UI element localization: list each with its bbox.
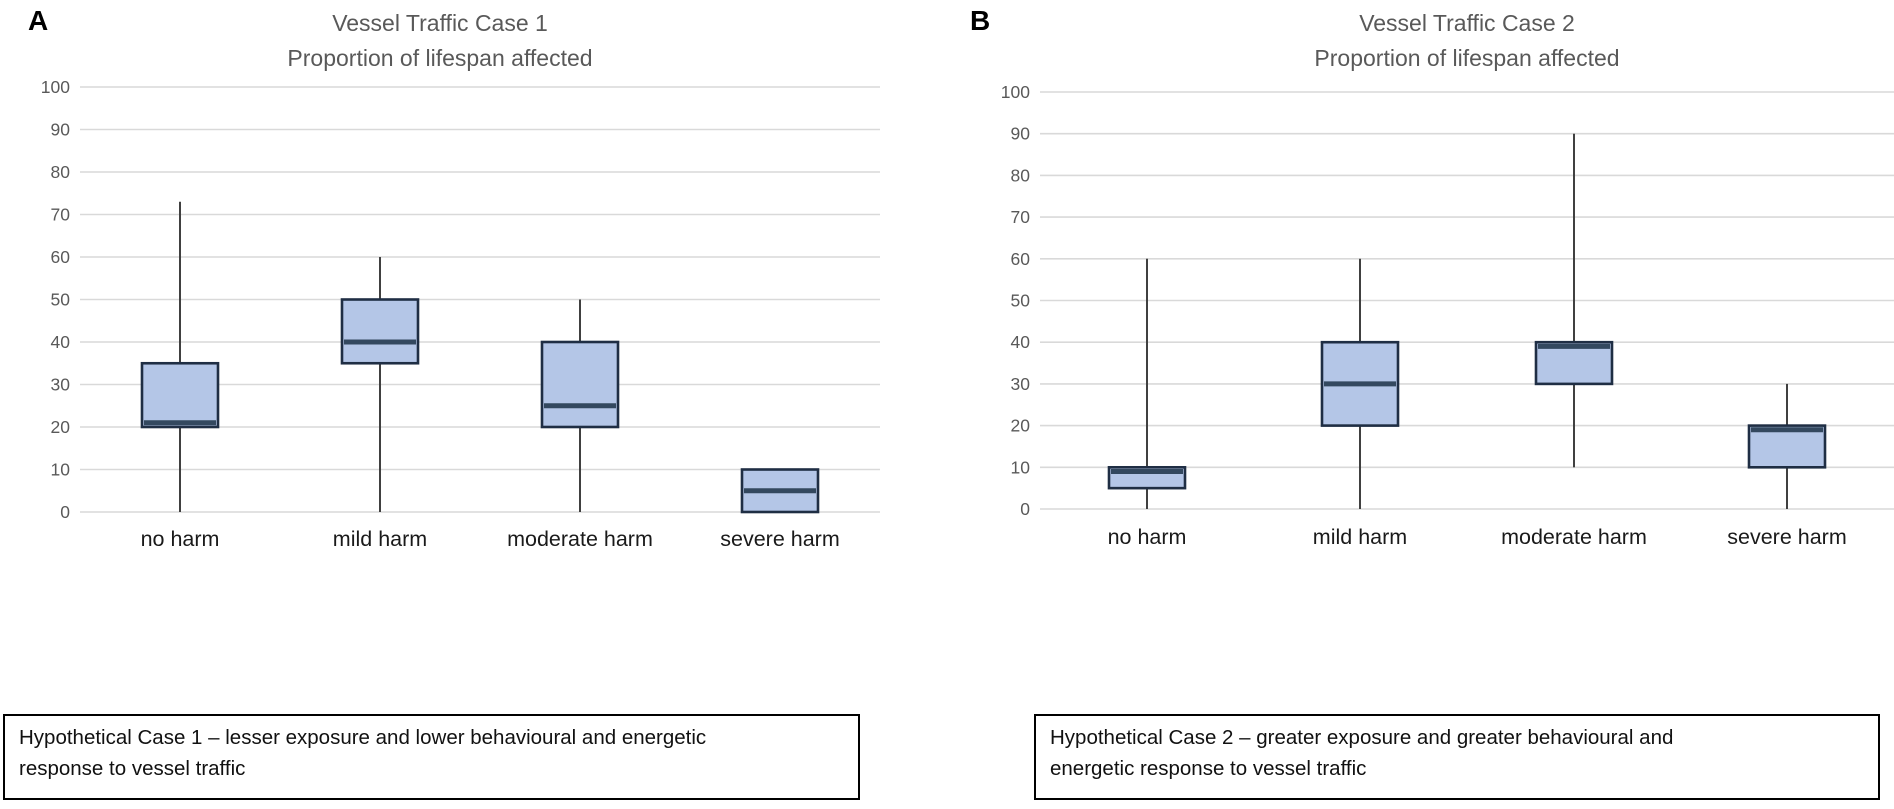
y-tick-label: 50 [1011,291,1031,311]
y-tick-label: 80 [51,162,71,182]
box [140,361,220,429]
category-label: mild harm [333,527,427,551]
y-tick-label: 0 [60,502,70,522]
panel-b-chart: 0 10 20 30 40 50 60 70 80 90 100 no harm mild harm mo… [1001,82,1894,549]
panel-b-title-line2: Proportion of lifespan affected [1314,45,1620,71]
y-tick-label: 70 [1011,207,1031,227]
box [1534,340,1614,386]
y-tick-label: 100 [41,77,70,97]
y-tick-label: 30 [1011,374,1031,394]
y-tick-label: 60 [1011,249,1031,269]
panel-a-caption: Hypothetical Case 1 – lesser exposure an… [3,714,860,800]
category-label: no harm [141,527,220,551]
panel-a-letter: A [28,5,49,36]
category-label: moderate harm [1501,525,1647,549]
panel-a-caption-line2: response to vessel traffic [19,757,246,780]
panel-b: B Vessel Traffic Case 2 Proportion of li… [944,0,1894,580]
panel-b-title-line1: Vessel Traffic Case 2 [1359,10,1575,36]
category-label: no harm [1108,525,1187,549]
panel-b-caption-line2: energetic response to vessel traffic [1050,757,1367,780]
y-tick-label: 20 [51,417,71,437]
y-tick-label: 70 [51,205,71,225]
box [540,340,620,429]
panel-b-caption: Hypothetical Case 2 – greater exposure a… [1034,714,1880,800]
category-label: severe harm [720,527,840,551]
y-tick-label: 50 [51,290,71,310]
panel-a-chart: 0 10 20 30 40 50 60 70 80 90 100 no harm mild harm mo… [41,77,880,551]
panel-b-caption-line1: Hypothetical Case 2 – greater exposure a… [1050,726,1674,749]
y-tick-label: 40 [1011,332,1031,352]
box [340,298,420,365]
panel-a-caption-line1: Hypothetical Case 1 – lesser exposure an… [19,726,707,749]
panel-b-title: Vessel Traffic Case 2 Proportion of life… [1067,6,1867,76]
y-tick-label: 90 [1011,124,1031,144]
y-tick-label: 30 [51,375,71,395]
y-tick-label: 20 [1011,416,1031,436]
category-label: moderate harm [507,527,653,551]
y-tick-label: 10 [1011,457,1031,477]
y-tick-label: 60 [51,247,71,267]
y-tick-label: 10 [51,460,71,480]
y-tick-label: 90 [51,120,71,140]
panel-b-letter: B [970,5,991,36]
box [1747,424,1827,469]
panel-a-title: Vessel Traffic Case 1 Proportion of life… [40,6,840,76]
y-tick-label: 40 [51,332,71,352]
category-label: mild harm [1313,525,1407,549]
panel-a: A Vessel Traffic Case 1 Proportion of li… [0,0,950,580]
category-label: severe harm [1727,525,1847,549]
panel-a-title-line1: Vessel Traffic Case 1 [332,10,548,36]
y-tick-label: 100 [1001,82,1030,102]
y-tick-label: 80 [1011,165,1031,185]
y-tick-label: 0 [1020,499,1030,519]
panel-a-title-line2: Proportion of lifespan affected [287,45,593,71]
